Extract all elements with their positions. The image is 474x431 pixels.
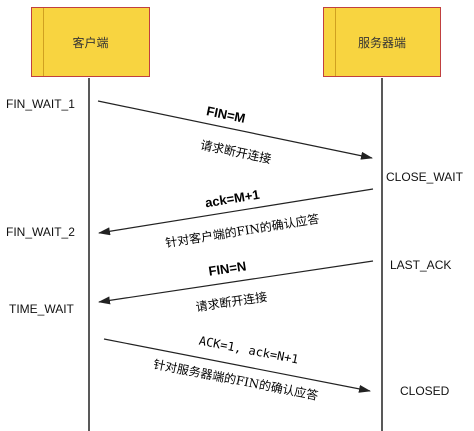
client-state-fin-wait-2: FIN_WAIT_2 — [6, 225, 75, 239]
client-label: 客户端 — [72, 35, 109, 50]
message-arrow-fin-n — [98, 260, 374, 305]
server-label: 服务器端 — [357, 35, 406, 50]
server-state-close-wait: CLOSE_WAIT — [386, 170, 463, 184]
message-desc-fin-m: 请求断开连接 — [199, 137, 273, 166]
client-box: 客户端 — [31, 7, 150, 77]
server-state-closed: CLOSED — [400, 384, 450, 398]
client-state-fin-wait-1: FIN_WAIT_1 — [6, 97, 75, 111]
message-label-fin-n: FIN=N — [207, 258, 247, 278]
message-label-ack-n1: ACK=1, ack=N+1 — [198, 334, 300, 367]
server-box: 服务器端 — [323, 7, 441, 77]
message-label-fin-m: FIN=M — [205, 103, 247, 126]
message-desc-fin-n: 请求断开连接 — [195, 289, 268, 314]
message-arrow-fin-m — [97, 100, 373, 160]
message-label-ack-m1: ack=M+1 — [204, 187, 261, 211]
client-state-time-wait: TIME_WAIT — [9, 302, 74, 316]
message-arrow-ack-n1 — [103, 338, 371, 393]
message-arrow-ack-m1 — [98, 188, 374, 236]
server-state-last-ack: LAST_ACK — [390, 258, 452, 272]
message-desc-ack-m1: 针对客户端的FIN的确认应答 — [164, 211, 320, 250]
